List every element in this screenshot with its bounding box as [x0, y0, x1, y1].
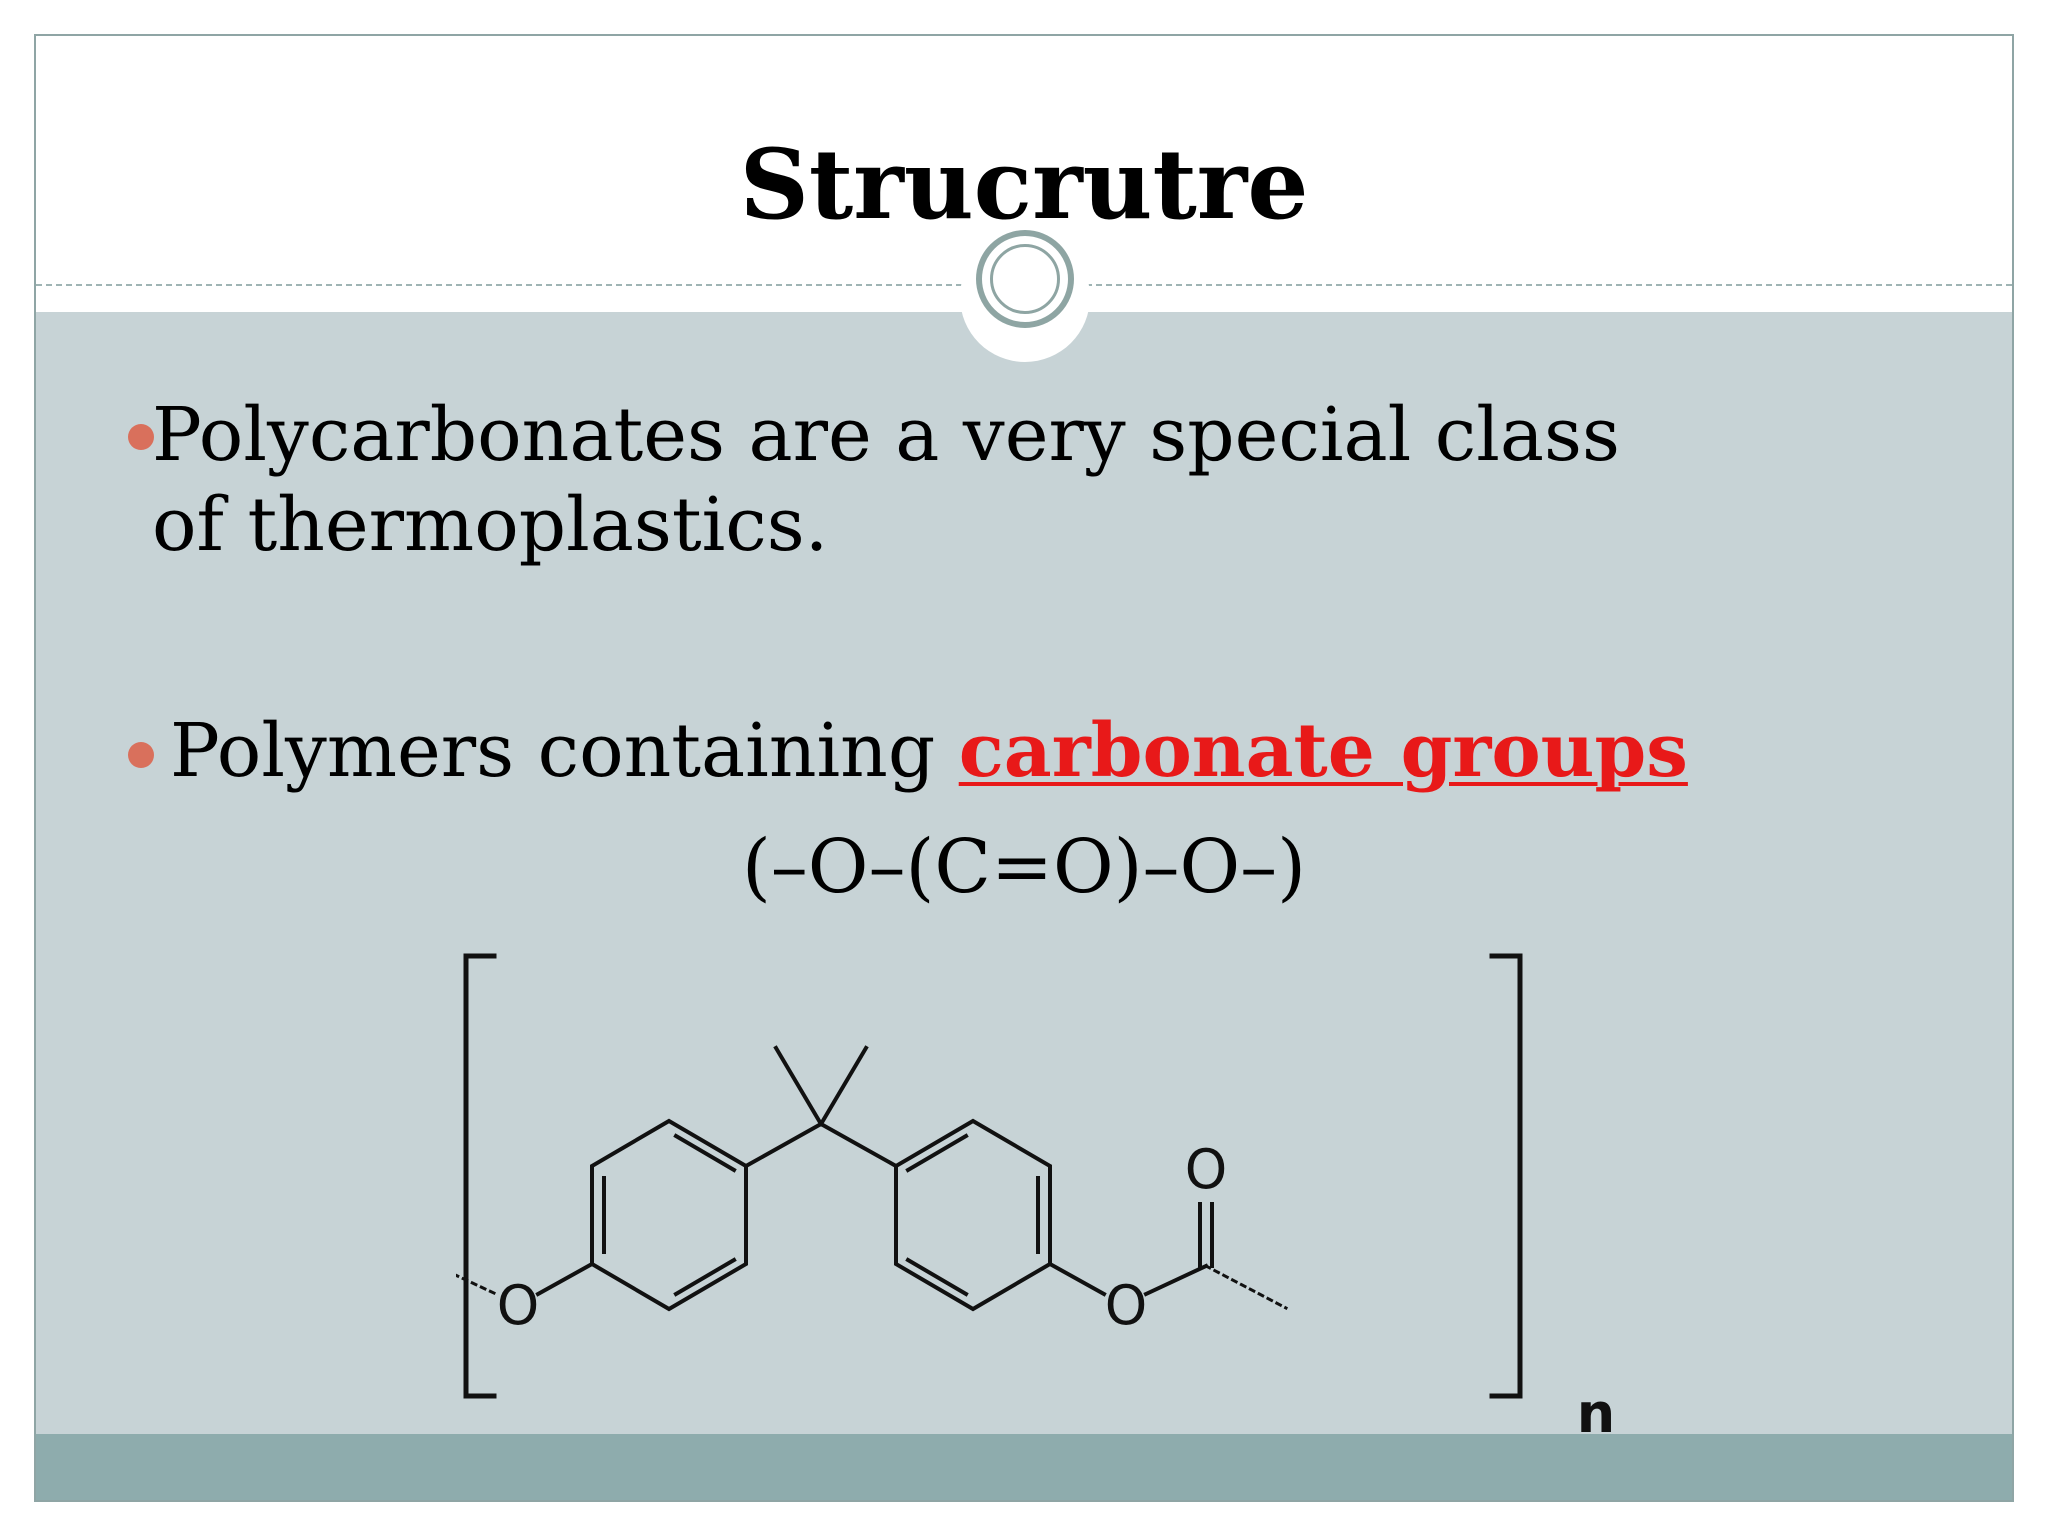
content-panel — [36, 312, 2012, 1434]
methyl-left — [773, 1045, 824, 1127]
left-bracket — [463, 953, 497, 1399]
bullet-2: Polymers containing carbonate groups — [170, 706, 1870, 796]
bullet-dot-icon — [128, 424, 154, 450]
carbonate-groups-highlight: carbonate groups — [958, 708, 1688, 794]
right-benzene-ring — [894, 1118, 1052, 1312]
ether-oxygen-label: O — [497, 1274, 540, 1337]
bond-ester-o-to-c — [1143, 1263, 1209, 1297]
carbonate-formula: (–O–(C=O)–O–) — [741, 824, 1307, 910]
slide-frame: Strucrutre Polycarbonates are a very spe… — [34, 34, 2014, 1502]
methyl-right — [818, 1045, 869, 1127]
bullet-2-prefix: Polymers containing — [170, 708, 959, 794]
slide-title: Strucrutre — [739, 128, 1309, 241]
footer-band — [36, 1434, 2012, 1500]
repeat-subscript-n: n — [1577, 1382, 1615, 1445]
ring-inner — [990, 244, 1060, 314]
bond-c-to-right-ring — [818, 1121, 899, 1169]
dotted-bond-right — [1203, 1263, 1289, 1311]
ester-oxygen-label: O — [1105, 1274, 1148, 1337]
dotted-bond-left — [456, 1273, 498, 1296]
bullet-1-text: Polycarbonates are a very special class … — [152, 392, 1620, 568]
bond-left-ring-to-c — [743, 1121, 824, 1169]
bond-ring-to-ether-o — [535, 1261, 595, 1297]
polycarbonate-structure: O O O n — [456, 953, 1615, 1445]
carbonyl-oxygen-label: O — [1185, 1138, 1228, 1201]
bullet-dot-icon — [128, 742, 154, 768]
left-benzene-ring — [590, 1118, 748, 1312]
bond-ring-to-ester-o — [1047, 1261, 1107, 1297]
ring-icon — [976, 230, 1074, 328]
right-bracket — [1489, 953, 1523, 1399]
